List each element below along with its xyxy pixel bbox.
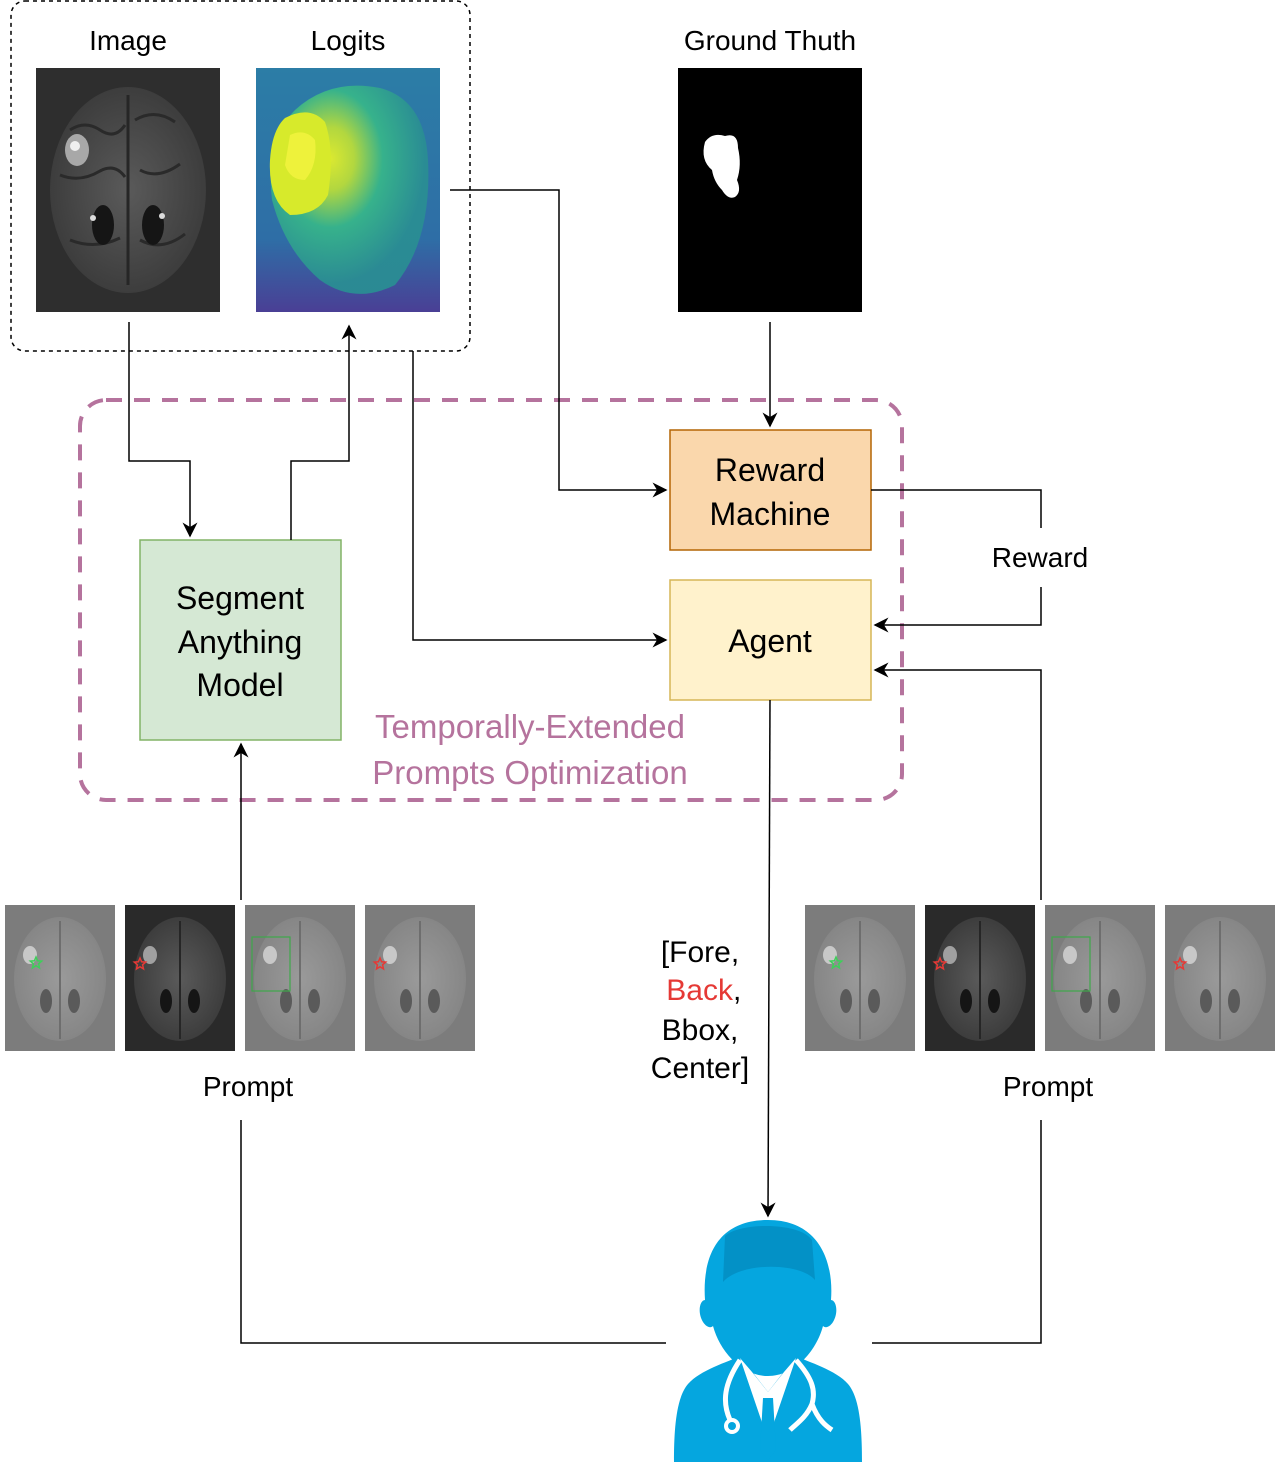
agent-box	[669, 579, 872, 701]
agent-label: Agent	[728, 623, 812, 659]
prompt-thumb-bounding-box	[1045, 905, 1155, 1051]
prompt-thumb-foreground-star	[5, 905, 115, 1051]
ground-truth-label: Ground Thuth	[684, 25, 856, 56]
prompt-thumb-foreground-star	[805, 905, 915, 1051]
edge-reward-to-agent	[873, 587, 1042, 633]
star-marker	[828, 955, 844, 970]
prompt-thumbnails-right	[805, 905, 1275, 1051]
image-label: Image	[89, 25, 167, 56]
reward-machine-box	[669, 429, 872, 551]
edge-sam-to-logits	[290, 324, 357, 540]
edge-logits-to-reward	[450, 189, 668, 498]
prompt-thumb-center-star	[1165, 905, 1275, 1051]
region-title-line1: Temporally-Extended	[375, 708, 685, 745]
star-marker	[1172, 956, 1188, 971]
bbox-marker	[1051, 936, 1091, 992]
image-logits-group	[10, 0, 471, 352]
reward-machine-line1: Reward	[715, 452, 825, 488]
reward-edge-label: Reward	[992, 542, 1088, 573]
prompt-thumb-bounding-box	[245, 905, 355, 1051]
edge-doctor-to-right-prompt	[872, 1120, 1042, 1344]
prompt-thumb-center-star	[365, 905, 475, 1051]
edge-prompt-to-agent	[873, 662, 1042, 900]
edge-logits-to-agent	[412, 351, 668, 648]
sam-line2: Anything	[178, 624, 303, 660]
edge-reward-out	[871, 489, 1042, 528]
action-bbox: Bbox,	[662, 1014, 739, 1047]
region-title-line2: Prompts Optimization	[372, 754, 687, 791]
action-center: Center]	[651, 1052, 749, 1085]
prompt-left-label: Prompt	[203, 1071, 293, 1102]
sam-line3: Model	[196, 667, 283, 703]
edge-agent-to-doctor	[760, 699, 776, 1218]
prompt-thumbnails-left	[5, 905, 475, 1051]
star-marker	[28, 955, 44, 970]
sam-line1: Segment	[176, 580, 304, 616]
sam-box	[139, 539, 342, 741]
reward-machine-line2: Machine	[710, 496, 831, 532]
doctor-icon	[674, 1220, 862, 1462]
logits-label: Logits	[311, 25, 386, 56]
star-marker	[372, 956, 388, 971]
logits-heatmap	[256, 68, 440, 312]
edge-image-to-sam	[128, 322, 198, 538]
prompt-thumb-background-star	[125, 905, 235, 1051]
prompt-thumb-background-star	[925, 905, 1035, 1051]
edge-doctor-to-left-prompt	[240, 1120, 666, 1344]
brain-mri-image	[36, 68, 220, 312]
prompt-right-label: Prompt	[1003, 1071, 1093, 1102]
action-back: Back	[666, 974, 734, 1007]
action-fore: [Fore,	[661, 936, 739, 969]
prompt-optimization-region	[78, 398, 904, 802]
action-back-comma: ,	[733, 974, 741, 1007]
star-marker	[932, 956, 948, 971]
star-marker	[132, 956, 148, 971]
ground-truth-mask	[678, 68, 862, 312]
bbox-marker	[251, 936, 291, 992]
